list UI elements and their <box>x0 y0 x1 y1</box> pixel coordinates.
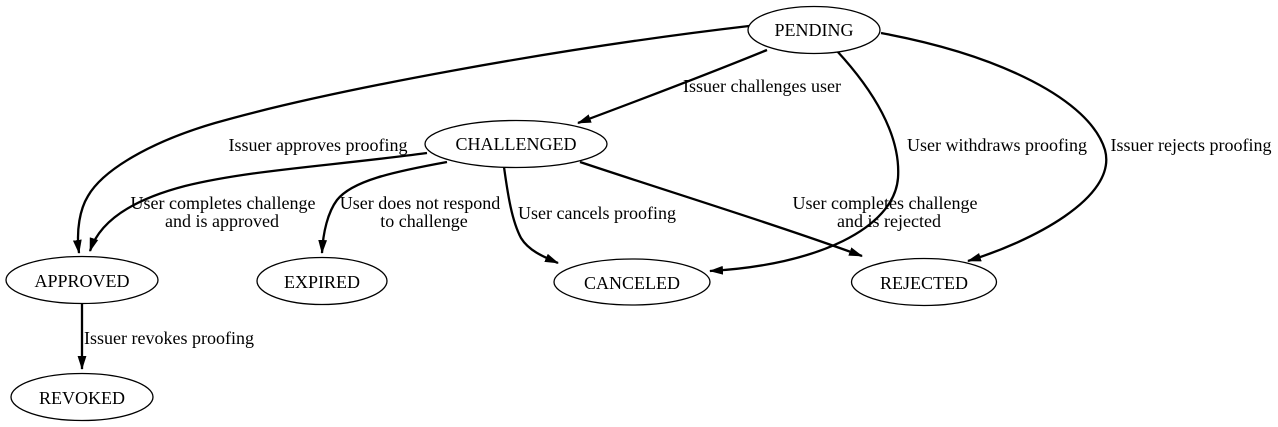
edge-label-user-completes-challenge-approved-line2: and is approved <box>165 211 279 231</box>
nodes: PENDING CHALLENGED APPROVED EXPIRED CANC… <box>5 5 998 422</box>
node-challenged-ellipse <box>424 119 608 169</box>
node-rejected-ellipse <box>850 257 998 307</box>
node-rejected: REJECTED <box>850 257 998 307</box>
edge-label-issuer-revokes-proofing: Issuer revokes proofing <box>84 328 254 348</box>
edge-label-user-completes-challenge-rejected-line2: and is rejected <box>837 211 941 231</box>
node-pending: PENDING <box>747 5 881 55</box>
edge-pending-approved <box>72 24 750 254</box>
node-revoked: REVOKED <box>10 372 154 422</box>
node-revoked-label: REVOKED <box>39 388 125 408</box>
edge-label-user-does-not-respond-line1: User does not respond <box>340 193 500 213</box>
node-canceled-ellipse <box>553 258 711 306</box>
edge-label-issuer-challenges-user: Issuer challenges user <box>683 76 841 96</box>
node-expired-ellipse <box>256 256 388 306</box>
node-challenged: CHALLENGED <box>424 119 608 169</box>
edge-label-issuer-approves-proofing: Issuer approves proofing <box>229 135 408 155</box>
node-canceled-label: CANCELED <box>584 273 680 293</box>
node-challenged-label: CHALLENGED <box>456 134 577 154</box>
node-approved-label: APPROVED <box>34 271 129 291</box>
node-revoked-ellipse <box>10 372 154 422</box>
node-expired: EXPIRED <box>256 256 388 306</box>
edge-label-user-cancels-proofing: User cancels proofing <box>518 203 676 223</box>
edge-challenged-expired <box>318 160 448 254</box>
edge-label-user-completes-challenge-rejected-line1: User completes challenge <box>793 193 978 213</box>
edge-label-user-withdraws-proofing: User withdraws proofing <box>907 135 1087 155</box>
edge-challenged-canceled <box>502 166 559 265</box>
node-expired-label: EXPIRED <box>284 272 360 292</box>
node-rejected-label: REJECTED <box>880 273 968 293</box>
edge-challenged-approved <box>88 151 428 252</box>
node-pending-ellipse <box>747 5 881 55</box>
edge-label-issuer-rejects-proofing: Issuer rejects proofing <box>1111 135 1272 155</box>
edge-label-user-completes-challenge-approved-line1: User completes challenge <box>131 193 316 213</box>
edges <box>72 24 1108 370</box>
edge-pending-rejected <box>880 31 1108 263</box>
edge-labels: Issuer challenges user Issuer approves p… <box>84 76 1271 348</box>
edge-label-user-does-not-respond-line2: to challenge <box>380 211 467 231</box>
node-pending-label: PENDING <box>775 20 854 40</box>
node-approved: APPROVED <box>5 255 159 305</box>
node-approved-ellipse <box>5 255 159 305</box>
edge-challenged-rejected <box>579 160 863 258</box>
edge-pending-challenged <box>577 48 768 125</box>
edge-pending-canceled <box>709 50 900 275</box>
node-canceled: CANCELED <box>553 258 711 306</box>
